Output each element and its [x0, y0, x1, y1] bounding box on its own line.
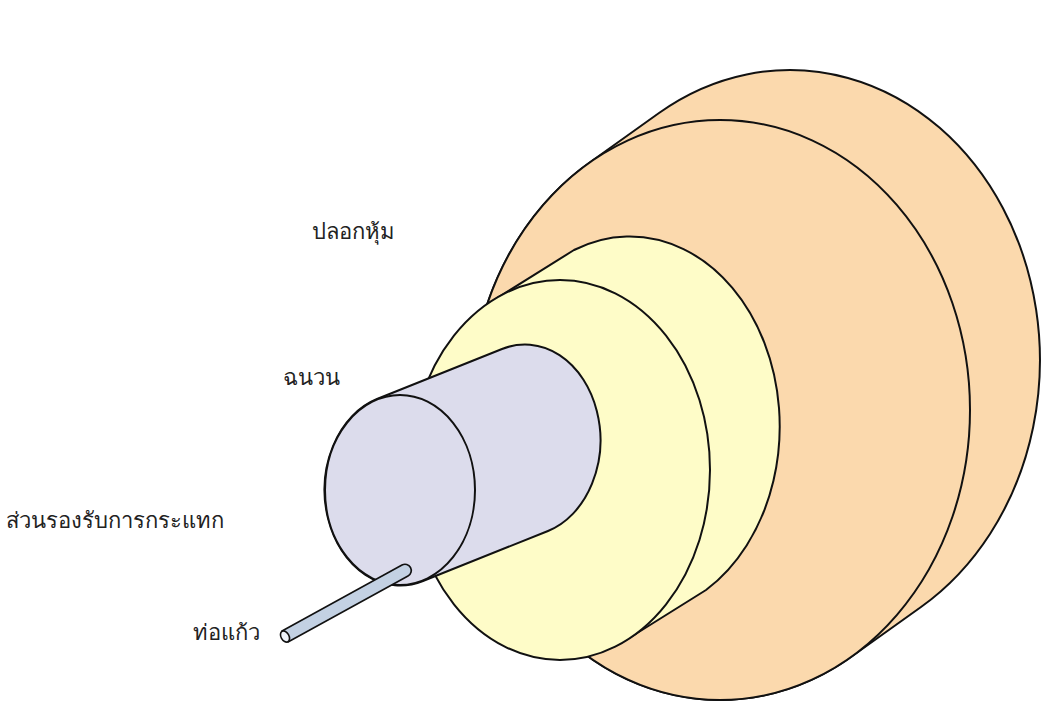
part-label: ฉนวน: [283, 365, 340, 391]
part-label: ปลอกหุ้ม: [312, 219, 395, 245]
glass-tube: [282, 564, 411, 642]
glass-tube-end: [279, 629, 292, 643]
absorber-body: [325, 344, 601, 585]
absorber-face: [325, 395, 475, 585]
part-label: ส่วนรองรับการกระแทก: [6, 508, 224, 534]
part-label: ท่อแก้ว: [193, 620, 260, 646]
